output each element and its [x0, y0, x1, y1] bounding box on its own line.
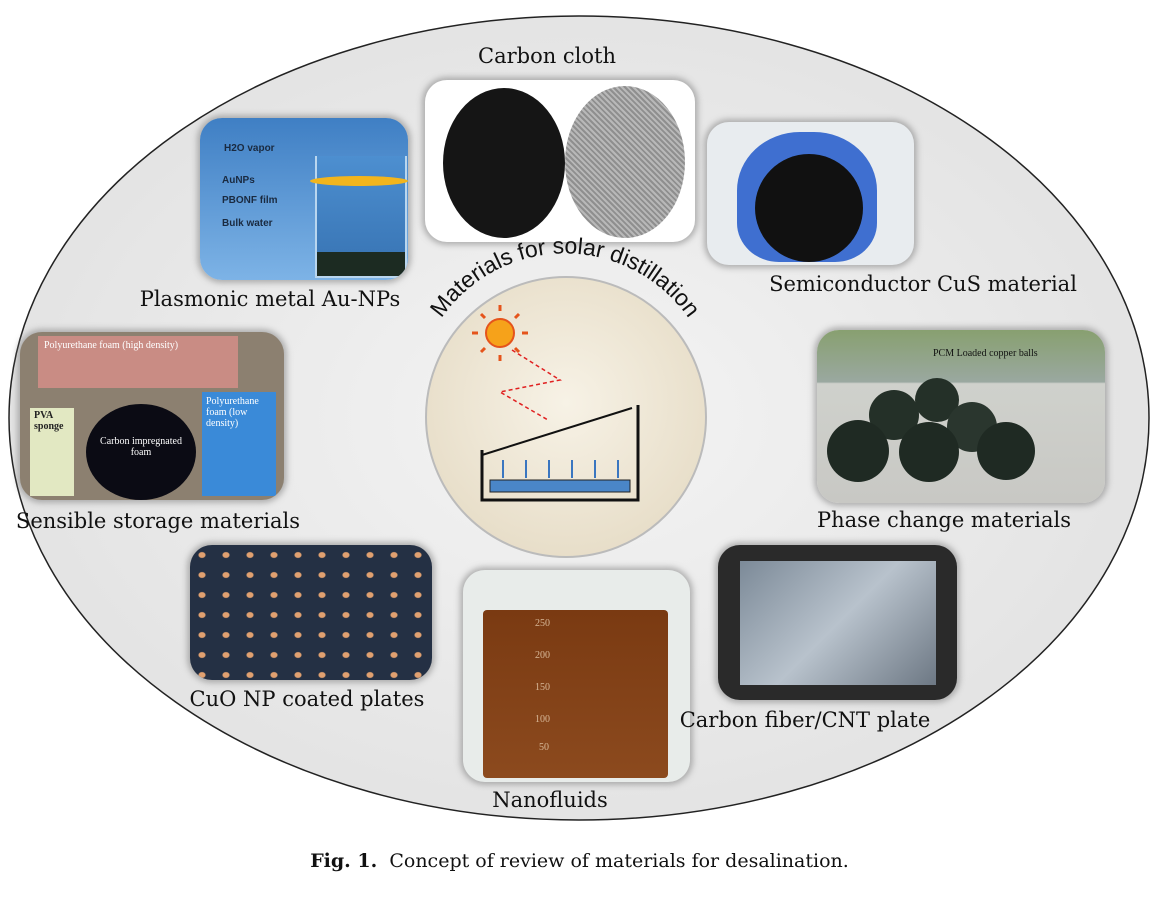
grey-cloth-disc	[565, 86, 685, 238]
beaker-mark: 150	[535, 682, 550, 693]
still-icon	[480, 405, 640, 502]
label-carbon-cloth: Carbon cloth	[478, 44, 616, 68]
label-plasmonic: Plasmonic metal Au-NPs	[139, 287, 401, 311]
pu-foam-high	[38, 336, 238, 388]
beaker-mark: 250	[535, 618, 550, 629]
sun-icon	[472, 305, 528, 361]
panel-plasmonic: H2O vapor AuNPs PBONF film Bulk water	[200, 118, 408, 280]
label-carbon-fiber: Carbon fiber/CNT plate	[679, 708, 931, 732]
annotation: AuNPs	[222, 175, 255, 186]
black-cloth-disc	[443, 88, 565, 238]
label-cuo: CuO NP coated plates	[189, 687, 425, 711]
cus-disc	[755, 154, 863, 262]
pva-sponge	[30, 408, 74, 496]
panel-pcm: PCM Loaded copper balls	[817, 330, 1105, 503]
annotation: Bulk water	[222, 218, 273, 229]
carbon-foam	[86, 404, 196, 500]
figure-caption: Fig. 1. Concept of review of materials f…	[0, 850, 1159, 872]
annotation: PBONF film	[222, 195, 278, 206]
panel-nanofluids: 250 200 150 100 50	[463, 570, 690, 782]
beaker: 250 200 150 100 50	[483, 610, 668, 778]
panel-sensible: Polyurethane foam (high density) PVA spo…	[20, 332, 284, 500]
panel-cus	[707, 122, 914, 265]
label-pcm: Phase change materials	[817, 508, 1071, 532]
annotation: PVA sponge	[34, 410, 64, 432]
beaker-mark: 200	[535, 650, 550, 661]
annotation: H2O vapor	[224, 143, 275, 154]
beaker-mark: 50	[539, 742, 549, 753]
aunp-film	[310, 176, 408, 186]
label-nanofluids: Nanofluids	[492, 788, 608, 812]
label-cus: Semiconductor CuS material	[769, 272, 1077, 296]
annotation: Carbon impregnated foam	[100, 436, 182, 458]
caption-label: Fig. 1.	[310, 850, 378, 872]
annotation: Polyurethane foam (low density)	[206, 396, 259, 429]
panel-carbon-cloth	[425, 80, 695, 242]
pu-foam-low	[202, 392, 276, 496]
label-sensible: Sensible storage materials	[15, 509, 301, 533]
annotation: PCM Loaded copper balls	[933, 348, 1038, 359]
sun-rays	[497, 349, 562, 421]
caption-text: Concept of review of materials for desal…	[389, 850, 849, 872]
annotation: Polyurethane foam (high density)	[44, 340, 179, 351]
panel-carbon-fiber	[718, 545, 957, 700]
beaker-mark: 100	[535, 714, 550, 725]
panel-cuo	[190, 545, 432, 680]
